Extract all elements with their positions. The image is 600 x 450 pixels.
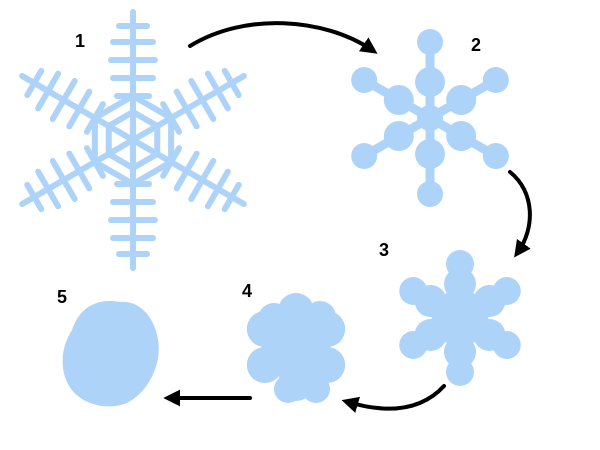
flake-center [417, 105, 443, 131]
flake-hexagon [91, 92, 175, 188]
rime-droplet [492, 331, 521, 359]
rime-droplet [383, 85, 414, 115]
arrow-3-to-4 [341, 384, 446, 413]
rime-droplet [415, 139, 445, 169]
rime-droplet [446, 85, 477, 115]
rime-droplet [417, 29, 443, 55]
flake-branch [221, 181, 242, 213]
rime-droplet [444, 336, 476, 368]
flake-hexagon [105, 108, 161, 172]
cluster-lobe [274, 375, 302, 403]
rime-droplet [351, 67, 378, 93]
flake-branch [49, 157, 78, 203]
rime-droplet [383, 121, 414, 151]
stage-label-5: 5 [57, 287, 67, 307]
rime-droplet [399, 331, 428, 359]
stage-label-3: 3 [379, 240, 389, 260]
rime-droplet [482, 67, 509, 93]
flake-branch [35, 70, 62, 112]
flake-branch [204, 168, 231, 210]
arrow-2-to-3 [508, 170, 532, 258]
stage-label-1: 1 [75, 31, 85, 51]
rime-droplet [444, 268, 476, 300]
flake-branch [221, 67, 242, 99]
cluster-lobe [302, 375, 330, 403]
rime-droplet [492, 277, 521, 305]
rime-droplet [417, 181, 443, 207]
flake-branch [66, 88, 93, 130]
flake-branch [49, 77, 78, 123]
rime-droplet [399, 277, 428, 305]
cluster-lobe [309, 347, 346, 383]
stage-2-rimed-snowflake [351, 29, 509, 207]
flake-branch [66, 150, 93, 192]
rime-droplet [446, 250, 474, 278]
flake-branch [24, 181, 45, 213]
flake-branch [188, 157, 217, 203]
rime-droplet [446, 358, 474, 386]
stage-3-heavily-rimed-snowflake [399, 250, 521, 386]
stage-4-graupel-cluster [246, 293, 346, 403]
flake-branch [173, 150, 200, 192]
flake-branch [204, 70, 231, 112]
rime-droplet [446, 121, 477, 151]
stage-1-snowflake [19, 9, 247, 271]
cluster-lobe [304, 301, 336, 333]
flake-branch [24, 67, 45, 99]
arrow-1-to-2 [188, 21, 378, 54]
cluster-lobe [246, 347, 283, 383]
rime-droplet [351, 143, 378, 169]
flake-branch [188, 77, 217, 123]
flake-branch [35, 168, 62, 210]
stage-label-2: 2 [471, 35, 481, 55]
rime-droplet [415, 67, 445, 97]
flake-center [444, 302, 476, 334]
stage-label-4: 4 [242, 281, 252, 301]
rime-droplet [482, 143, 509, 169]
stage-5-graupel-pellet [62, 300, 159, 407]
flake-branch [173, 88, 200, 130]
cluster-lobe [258, 303, 290, 335]
